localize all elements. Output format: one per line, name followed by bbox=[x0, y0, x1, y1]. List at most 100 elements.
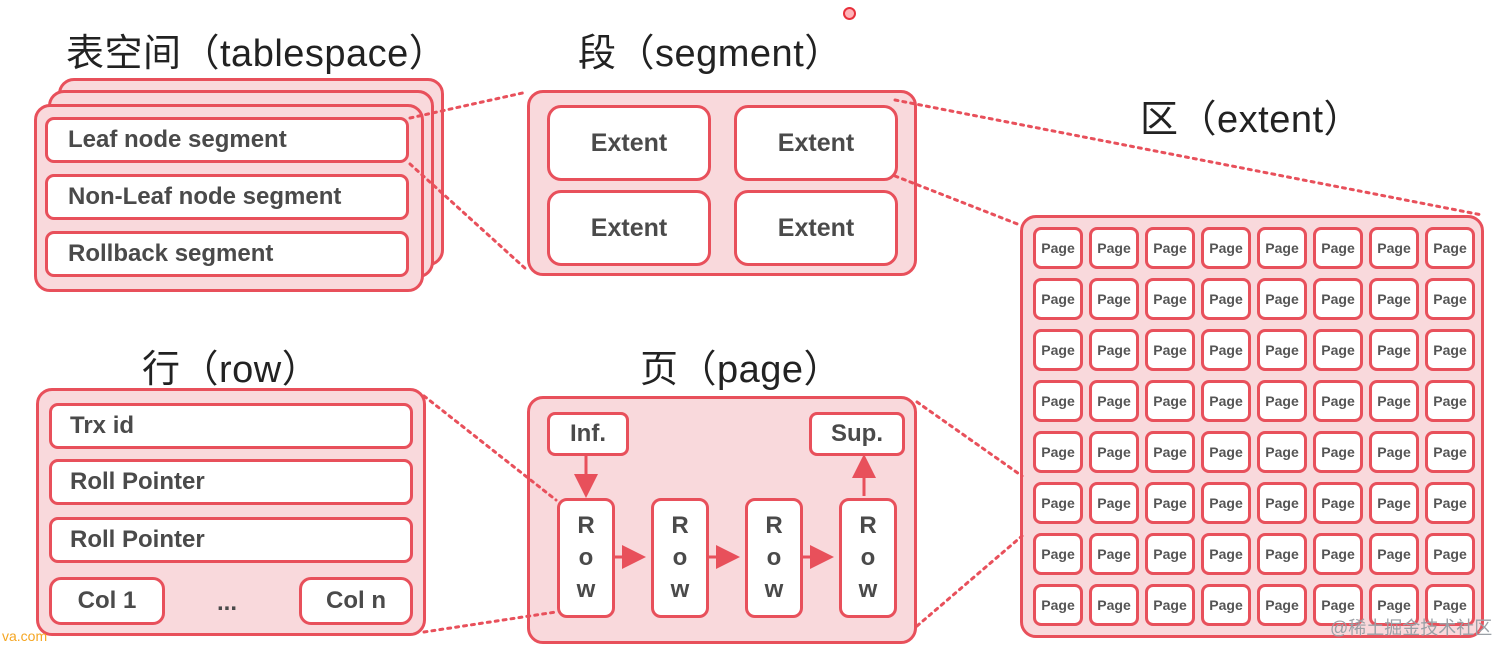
zoom-line-page-bottom bbox=[915, 534, 1024, 628]
page-cell: Page bbox=[1033, 584, 1083, 626]
row-field-roll-pointer-2: Roll Pointer bbox=[49, 517, 413, 563]
page-cell: Page bbox=[1257, 380, 1307, 422]
page-cell: Page bbox=[1257, 533, 1307, 575]
page-cell: Page bbox=[1425, 584, 1475, 626]
page-cell: Page bbox=[1145, 278, 1195, 320]
infimum-box: Inf. bbox=[547, 412, 629, 456]
zoom-line-row-bottom bbox=[422, 610, 558, 634]
row-letter: o bbox=[860, 544, 876, 571]
row-letter: o bbox=[578, 544, 594, 571]
row-letter: w bbox=[576, 576, 596, 603]
page-cell: Page bbox=[1201, 227, 1251, 269]
row-letter: w bbox=[858, 576, 878, 603]
page-cell: Page bbox=[1033, 380, 1083, 422]
page-cell: Page bbox=[1145, 431, 1195, 473]
row-col-last: Col n bbox=[299, 577, 413, 625]
cursor-dot bbox=[843, 7, 856, 20]
page-cell: Page bbox=[1145, 380, 1195, 422]
row-letter: w bbox=[670, 576, 690, 603]
tablespace-panel: Leaf node segment Non-Leaf node segment … bbox=[34, 104, 424, 292]
page-title: 页（page） bbox=[640, 349, 843, 391]
page-cell: Page bbox=[1313, 482, 1363, 524]
page-cell: Page bbox=[1425, 278, 1475, 320]
page-cell: Page bbox=[1201, 482, 1251, 524]
page-cell: Page bbox=[1201, 380, 1251, 422]
row-field-trx-id: Trx id bbox=[49, 403, 413, 449]
zoom-line-row-top bbox=[422, 394, 558, 502]
page-cell: Page bbox=[1145, 584, 1195, 626]
zoom-line-page-top bbox=[915, 400, 1024, 478]
page-cell: Page bbox=[1089, 533, 1139, 575]
page-cell: Page bbox=[1089, 380, 1139, 422]
row-letter: o bbox=[766, 544, 782, 571]
page-cell: Page bbox=[1201, 431, 1251, 473]
zoom-line-extent-bottom bbox=[893, 174, 1022, 227]
watermark-right: @稀土掘金技术社区 bbox=[1330, 618, 1493, 638]
row-letter: o bbox=[672, 544, 688, 571]
page-cell: Page bbox=[1033, 278, 1083, 320]
zoom-line-segment-bottom bbox=[408, 162, 529, 272]
page-cell: Page bbox=[1313, 329, 1363, 371]
row-col-first: Col 1 bbox=[49, 577, 165, 625]
page-cell: Page bbox=[1425, 380, 1475, 422]
page-cell: Page bbox=[1257, 278, 1307, 320]
extent-box-2: Extent bbox=[734, 105, 898, 181]
segment-title: 段（segment） bbox=[578, 33, 843, 75]
page-cell: Page bbox=[1257, 227, 1307, 269]
page-cell: Page bbox=[1089, 329, 1139, 371]
row-letter: w bbox=[764, 576, 784, 603]
zoom-line-segment-top bbox=[408, 90, 529, 120]
page-cell: Page bbox=[1257, 329, 1307, 371]
page-cell: Page bbox=[1369, 380, 1419, 422]
page-cell: Page bbox=[1313, 533, 1363, 575]
page-cell: Page bbox=[1313, 278, 1363, 320]
page-cell: Page bbox=[1033, 329, 1083, 371]
page-cell: Page bbox=[1425, 533, 1475, 575]
row-letter: R bbox=[577, 512, 595, 539]
page-cell: Page bbox=[1257, 482, 1307, 524]
page-cell: Page bbox=[1201, 278, 1251, 320]
page-cell: Page bbox=[1033, 482, 1083, 524]
page-cell: Page bbox=[1089, 278, 1139, 320]
row-letter: R bbox=[859, 512, 877, 539]
row-title: 行（row） bbox=[142, 349, 321, 391]
segment-panel: Extent Extent Extent Extent bbox=[527, 90, 917, 276]
segment-item-non-leaf: Non-Leaf node segment bbox=[45, 174, 409, 220]
page-cell: Page bbox=[1201, 533, 1251, 575]
page-cell: Page bbox=[1369, 584, 1419, 626]
page-cell: Page bbox=[1089, 431, 1139, 473]
page-cell: Page bbox=[1313, 380, 1363, 422]
page-cell: Page bbox=[1089, 584, 1139, 626]
page-cell: Page bbox=[1369, 227, 1419, 269]
supremum-box: Sup. bbox=[809, 412, 905, 456]
row-letter: R bbox=[671, 512, 689, 539]
page-cell: Page bbox=[1313, 227, 1363, 269]
page-cell: Page bbox=[1033, 227, 1083, 269]
page-cell: Page bbox=[1369, 533, 1419, 575]
extent-title: 区（extent） bbox=[1140, 99, 1363, 141]
extent-box-4: Extent bbox=[734, 190, 898, 266]
watermark-left: va.com bbox=[2, 628, 48, 644]
page-cell: Page bbox=[1089, 482, 1139, 524]
page-cell: Page bbox=[1257, 431, 1307, 473]
page-cell: Page bbox=[1369, 278, 1419, 320]
page-cell: Page bbox=[1033, 431, 1083, 473]
row-field-roll-pointer-1: Roll Pointer bbox=[49, 459, 413, 505]
page-cell: Page bbox=[1145, 329, 1195, 371]
page-cell: Page bbox=[1369, 482, 1419, 524]
segment-item-rollback: Rollback segment bbox=[45, 231, 409, 277]
page-cell: Page bbox=[1313, 431, 1363, 473]
page-cell: Page bbox=[1369, 329, 1419, 371]
page-cell: Page bbox=[1145, 227, 1195, 269]
page-cell: Page bbox=[1145, 482, 1195, 524]
row-col-ellipsis: ... bbox=[217, 589, 238, 616]
extent-box-3: Extent bbox=[547, 190, 711, 266]
row-panel: Trx id Roll Pointer Roll Pointer Col 1 .… bbox=[36, 388, 426, 636]
page-cell: Page bbox=[1425, 431, 1475, 473]
